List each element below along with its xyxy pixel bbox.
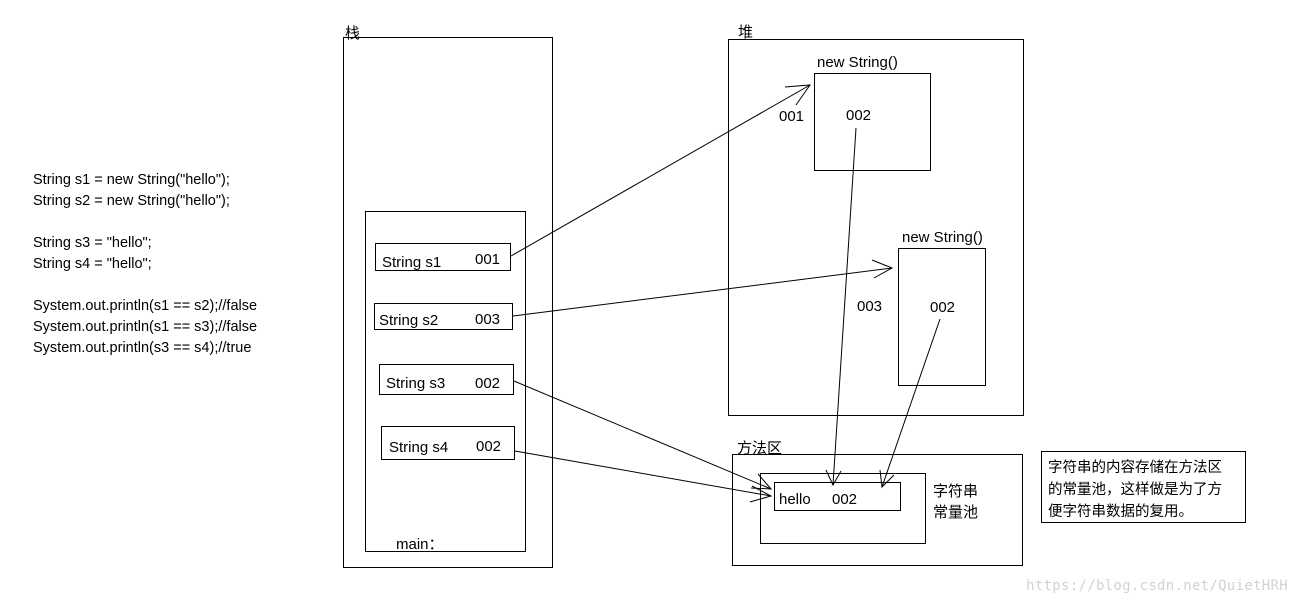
heap-region (728, 39, 1024, 416)
heap-object-2 (898, 248, 986, 386)
heap-object-value: 002 (846, 107, 872, 124)
code-line: System.out.println(s1 == s3);//false (33, 319, 258, 335)
heap-title: 堆 (738, 24, 754, 41)
arrow-s4-to-hello (514, 450, 772, 497)
arrow-s2-to-heap (512, 267, 893, 317)
stack-var-addr: 002 (476, 438, 502, 455)
stack-var-addr: 003 (475, 311, 501, 328)
code-line: System.out.println(s3 == s4);//true (33, 340, 252, 356)
stack-var-s4 (381, 426, 515, 460)
heap-object-1 (814, 73, 931, 171)
main-frame (365, 211, 526, 552)
stack-var-s1 (375, 243, 511, 271)
hello-entry-value: hello (779, 491, 811, 508)
heap-object-addr: 001 (779, 108, 805, 125)
arrow-heap1-to-hello (832, 127, 857, 486)
arrowhead (750, 473, 773, 490)
heap-object-addr: 003 (857, 298, 883, 315)
arrow-heap2-to-hello (881, 318, 941, 488)
method-area-region (732, 454, 1023, 566)
method-area-title: 方法区 (737, 440, 783, 457)
arrowhead (749, 485, 773, 503)
stack-var-s2 (374, 303, 513, 330)
code-line: String s1 = new String("hello"); (33, 172, 230, 188)
stack-var-name: String s4 (389, 439, 449, 456)
arrow-s3-to-hello (513, 380, 772, 490)
stack-var-name: String s1 (382, 254, 442, 271)
main-frame-label: main： (396, 536, 444, 553)
arrow-s1-to-heap (510, 84, 811, 257)
stack-var-addr: 002 (475, 375, 501, 392)
stack-var-name: String s2 (379, 312, 439, 329)
code-listing: String s1 = new String("hello"); String … (33, 170, 257, 359)
arrowhead (784, 84, 812, 106)
code-line: String s4 = "hello"; (33, 256, 152, 272)
explanation-note: 字符串的内容存储在方法区 的常量池，这样做是为了方 便字符串数据的复用。 (1041, 451, 1246, 523)
stack-var-s3 (379, 364, 514, 395)
arrowhead (825, 469, 842, 487)
string-pool-label: 字符串 常量池 (933, 483, 979, 521)
heap-object-value: 002 (930, 299, 956, 316)
string-constant-pool (760, 473, 926, 544)
code-line: String s3 = "hello"; (33, 235, 152, 251)
stack-region (343, 37, 553, 568)
heap-object-label: new String() (817, 54, 898, 71)
code-line: System.out.println(s1 == s2);//false (33, 298, 258, 314)
hello-entry (774, 482, 901, 511)
arrowhead (871, 259, 894, 279)
stack-var-name: String s3 (386, 375, 446, 392)
stack-var-addr: 001 (475, 251, 501, 268)
hello-entry-addr: 002 (832, 491, 858, 508)
code-line: String s2 = new String("hello"); (33, 193, 230, 209)
watermark: https://blog.csdn.net/QuietHRH (1026, 578, 1288, 594)
heap-object-label: new String() (902, 229, 983, 246)
arrowhead (879, 469, 895, 489)
